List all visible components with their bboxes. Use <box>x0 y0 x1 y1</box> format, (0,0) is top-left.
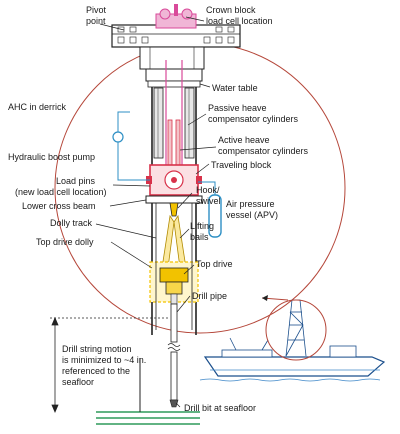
label-hydraulic-boost-pump: Hydraulic boost pump <box>8 152 95 162</box>
seafloor <box>96 411 200 425</box>
label-crown-block-2: load cell location <box>206 16 273 26</box>
label-ahc-in-derrick: AHC in derrick <box>8 102 67 112</box>
top-drive <box>159 267 189 305</box>
water-table <box>147 80 201 88</box>
label-drill-bit: Drill bit at seafloor <box>184 403 256 413</box>
label-air-pressure-2: vessel (APV) <box>226 210 278 220</box>
label-lower-cross-beam: Lower cross beam <box>22 201 96 211</box>
label-drill-string-4: seafloor <box>62 377 94 387</box>
label-passive-heave-2: compensator cylinders <box>208 114 299 124</box>
label-hook-swivel-1: Hook/ <box>196 185 220 195</box>
lower-cross-beam <box>145 195 203 204</box>
label-drill-string-1: Drill string motion <box>62 344 132 354</box>
label-dolly-track: Dolly track <box>50 218 93 228</box>
label-crown-block-1: Crown block <box>206 5 256 15</box>
label-drill-pipe: Drill pipe <box>192 291 227 301</box>
air-pressure-vessel <box>198 181 222 238</box>
passive-heave-cylinders <box>153 60 195 175</box>
label-passive-heave-1: Passive heave <box>208 103 267 113</box>
label-load-pins-1: Load pins <box>56 176 96 186</box>
label-active-heave-2: compensator cylinders <box>218 146 309 156</box>
hook-swivel <box>169 202 179 217</box>
label-pivot-point-1: Pivot <box>86 5 107 15</box>
crown-block <box>111 4 241 82</box>
label-lifting-bails-1: Lifting <box>190 221 214 231</box>
label-drill-string-3: referenced to the <box>62 366 130 376</box>
label-air-pressure-1: Air pressure <box>226 199 275 209</box>
label-lifting-bails-2: bails <box>190 232 209 242</box>
label-load-pins-2: (new load cell location) <box>15 187 107 197</box>
hydraulic-boost-pump <box>112 111 150 181</box>
label-active-heave-1: Active heave <box>218 135 270 145</box>
label-traveling-block: Traveling block <box>211 160 272 170</box>
drill-string-bracket <box>50 316 170 414</box>
drill-bit <box>169 399 179 408</box>
label-water-table: Water table <box>212 83 258 93</box>
crown-sheaves <box>155 4 197 29</box>
ship-derrick-callout-circle <box>265 299 327 361</box>
label-top-drive: Top drive <box>196 259 233 269</box>
ship-illustration <box>199 299 386 382</box>
ship-derrick <box>285 299 307 357</box>
leader-lines <box>95 16 217 408</box>
traveling-block <box>146 164 202 196</box>
lifting-bails <box>161 214 187 269</box>
drill-pipe <box>167 303 181 401</box>
label-top-drive-dolly: Top drive dolly <box>36 237 94 247</box>
label-hook-swivel-2: swivel <box>196 196 221 206</box>
label-pivot-point-2: point <box>86 16 106 26</box>
label-drill-string-2: is minimized to ~4 in. <box>62 355 146 365</box>
